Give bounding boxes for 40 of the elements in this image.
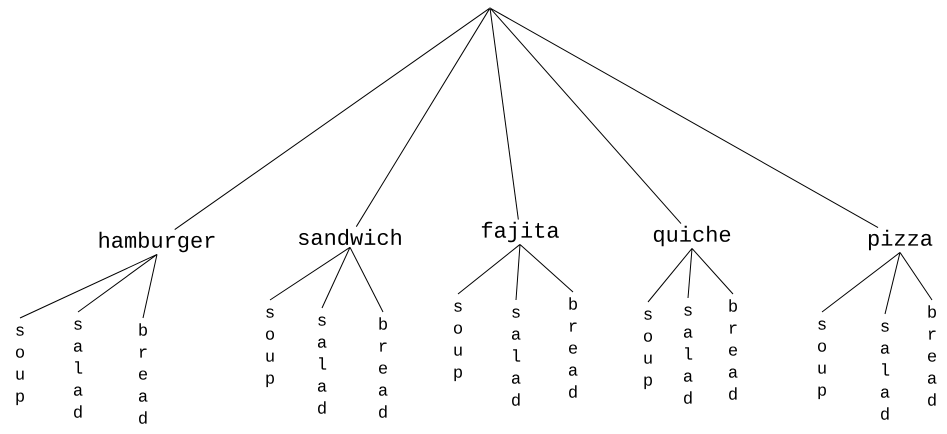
vertical-label: soup xyxy=(644,310,652,390)
tree-line xyxy=(142,254,158,318)
tree-line xyxy=(490,8,879,228)
category-label: fajita xyxy=(482,222,559,242)
vertical-label: soup xyxy=(454,302,462,382)
tree-line xyxy=(20,254,158,318)
tree-line xyxy=(648,248,692,302)
tree-line xyxy=(884,252,900,314)
vertical-label: bread xyxy=(378,317,388,418)
vertical-label: bread xyxy=(928,305,937,406)
category-label: sandwich xyxy=(298,228,401,246)
vertical-label: soup xyxy=(16,326,24,406)
tree-line xyxy=(692,248,734,294)
category-label: hamburger xyxy=(100,232,214,252)
vertical-label: salad xyxy=(880,322,890,420)
tree-line xyxy=(688,248,692,298)
tree-line xyxy=(350,246,384,312)
tree-line xyxy=(458,244,520,294)
vertical-label: salad xyxy=(684,306,693,404)
tree-line xyxy=(270,246,350,300)
vertical-label: soup xyxy=(818,320,826,400)
vertical-label: soup xyxy=(266,308,274,388)
tree-line xyxy=(78,254,158,312)
tree-line xyxy=(356,8,490,228)
tree-line xyxy=(490,8,682,224)
category-label: pizza xyxy=(868,230,932,250)
tree-line xyxy=(520,244,574,292)
tree-line xyxy=(174,8,490,230)
tree-line xyxy=(900,252,933,300)
category-label: quiche xyxy=(654,226,730,246)
tree-line xyxy=(516,244,520,300)
vertical-label: salad xyxy=(512,308,521,406)
tree-line xyxy=(322,246,350,308)
vertical-label: salad xyxy=(318,316,327,414)
tree-line xyxy=(490,8,519,220)
vertical-label: bread xyxy=(138,323,148,424)
tree-line xyxy=(822,252,900,312)
vertical-label: salad xyxy=(74,320,83,418)
vertical-label: bread xyxy=(568,297,578,398)
vertical-label: bread xyxy=(728,299,738,400)
